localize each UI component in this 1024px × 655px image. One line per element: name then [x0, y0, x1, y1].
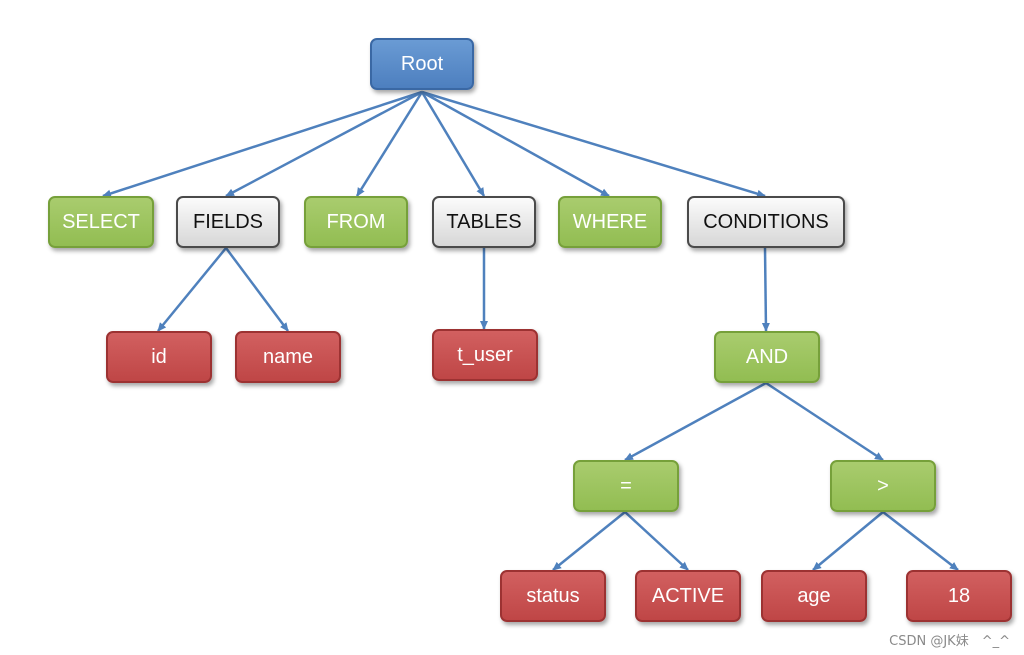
edge-root-fields	[225, 90, 423, 198]
edge-conditions-and	[761, 247, 770, 332]
edge-gt-age	[812, 511, 884, 571]
node-from: FROM	[304, 196, 408, 248]
edge-fields-name	[224, 247, 290, 332]
node-active: ACTIVE	[635, 570, 741, 622]
edge-root-tables	[420, 91, 486, 197]
node-18: 18	[906, 570, 1012, 622]
node-age: age	[761, 570, 867, 622]
edge-root-conditions	[421, 90, 766, 198]
edge-gt-18	[882, 511, 959, 571]
edge-root-where	[421, 90, 610, 198]
edge-eq-status	[552, 511, 626, 571]
node-select: SELECT	[48, 196, 154, 248]
edge-eq-active	[624, 511, 689, 571]
node-conditions: CONDITIONS	[687, 196, 845, 248]
node-t-user: t_user	[432, 329, 538, 381]
edge-root-from	[355, 91, 424, 197]
node-root: Root	[370, 38, 474, 90]
node-id: id	[106, 331, 212, 383]
watermark: CSDN @JK妹 ^_^	[889, 634, 1010, 649]
edge-and-eq	[624, 381, 767, 462]
edge-root-select	[102, 90, 423, 198]
edge-fields-id	[157, 247, 227, 332]
node-where: WHERE	[558, 196, 662, 248]
edge-and-gt	[765, 381, 884, 462]
node-equals: =	[573, 460, 679, 512]
node-name: name	[235, 331, 341, 383]
node-and: AND	[714, 331, 820, 383]
node-fields: FIELDS	[176, 196, 280, 248]
node-greater-than: >	[830, 460, 936, 512]
node-status: status	[500, 570, 606, 622]
node-tables: TABLES	[432, 196, 536, 248]
